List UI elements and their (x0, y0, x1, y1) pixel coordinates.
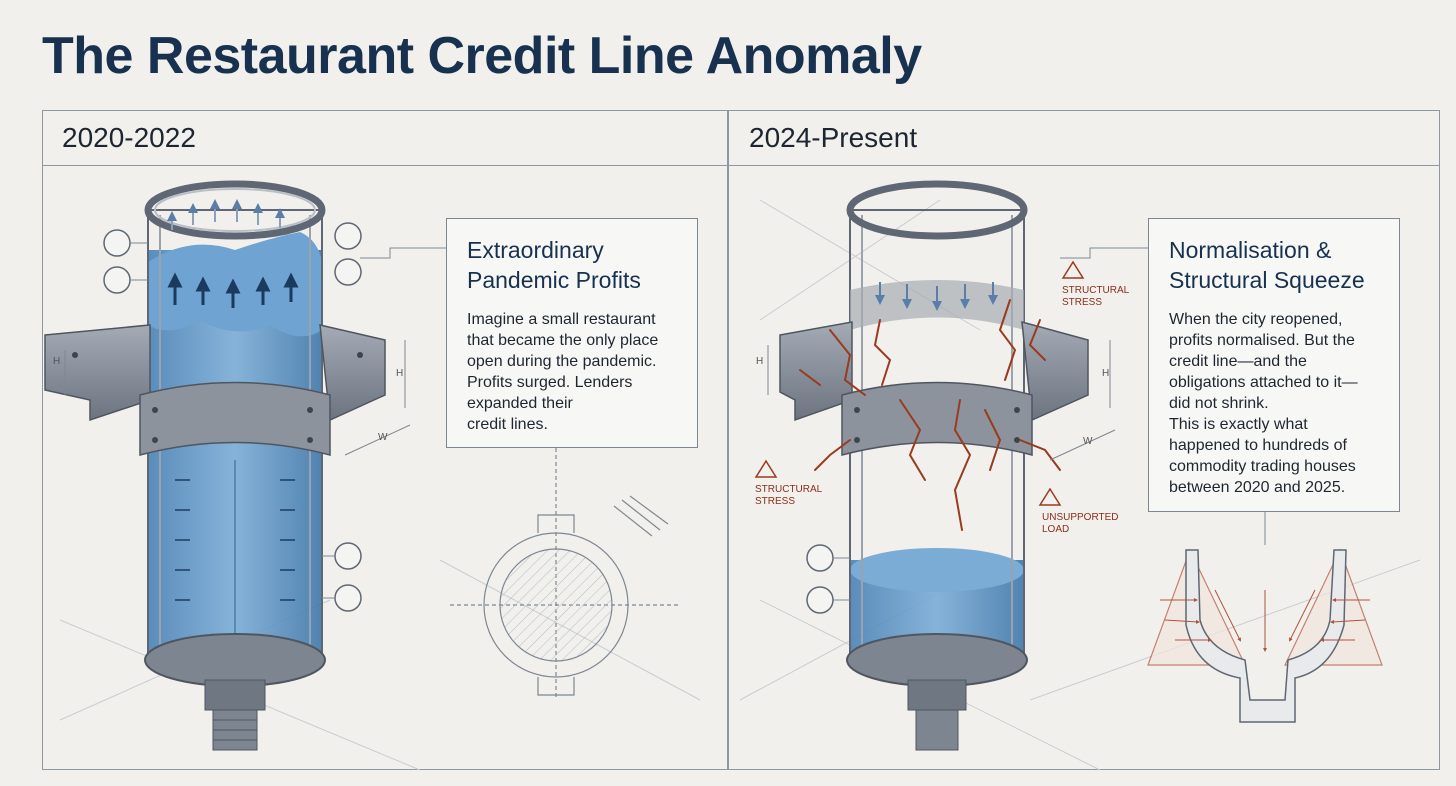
callout-heading-left: Extraordinary Pandemic Profits (467, 237, 641, 293)
period-label-left: 2020-2022 (42, 110, 728, 166)
drained-cylinder-illustration: H H W (756, 180, 1148, 751)
dim-w-right: W (1083, 436, 1093, 447)
callout-body-right: When the city reopened, profits normalis… (1169, 311, 1358, 496)
period-label-right: 2024-Present (728, 110, 1440, 166)
full-cylinder-illustration: H H W (44, 180, 446, 751)
callout-body-left: Imagine a small restaurant that became t… (467, 311, 659, 433)
panel-divider (727, 110, 729, 770)
callout-pandemic-profits: Extraordinary Pandemic Profits Imagine a… (446, 218, 698, 448)
pressure-funnel-sketch (1147, 512, 1383, 723)
page-title: The Restaurant Credit Line Anomaly (42, 27, 922, 85)
warning-icon (754, 260, 1085, 506)
dim-w-left: W (378, 432, 388, 443)
pipe-cross-section-sketch (450, 448, 680, 700)
callout-heading-right: Normalisation & Structural Squeeze (1169, 237, 1365, 293)
dim-h-right: H (756, 356, 763, 367)
dim-h-left: H (53, 356, 60, 367)
diagram-frame (42, 110, 1440, 770)
dim-h-right-2: H (1102, 368, 1109, 379)
dim-h-left-2: H (396, 368, 403, 379)
callout-structural-squeeze: Normalisation & Structural Squeeze When … (1148, 218, 1400, 512)
